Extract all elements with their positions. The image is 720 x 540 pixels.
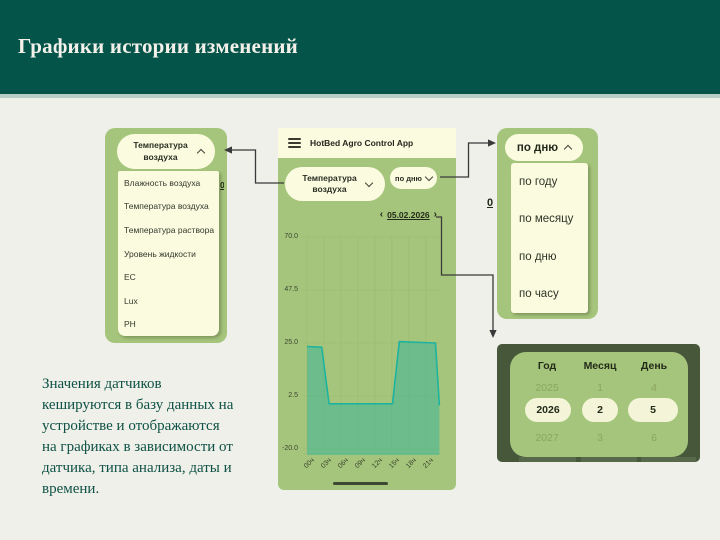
picker-column-hint (519, 457, 576, 462)
date-picker-panel: Год Месяц День 2025 1 4 2026 2 5 2027 3 … (510, 352, 688, 457)
picker-day-next[interactable]: 6 (651, 432, 657, 444)
slide-header: Графики истории изменений (0, 0, 720, 94)
x-tick-label: 03ч (319, 457, 333, 471)
sensor-options-menu: Влажность воздуха Температура воздуха Те… (118, 171, 219, 336)
description-line: устройстве и отображаются (42, 418, 220, 434)
picker-month-next[interactable]: 3 (597, 432, 603, 444)
sensor-option-humidity[interactable]: Влажность воздуха (124, 177, 201, 188)
picker-year-selected[interactable]: 2026 (525, 398, 571, 422)
sensor-option-lux[interactable]: Lux (124, 295, 138, 306)
y-tick-label: 70.0 (284, 233, 298, 240)
history-chart (303, 236, 441, 455)
y-tick-label: 2.5 (288, 392, 298, 399)
arrowhead-down (489, 330, 497, 338)
chart-y-axis-labels: 70.0 47.5 25.0 2.5 -20.0 (278, 233, 300, 453)
home-indicator[interactable] (333, 482, 388, 485)
x-tick-label: 12ч (370, 457, 384, 471)
picker-column-month-header: Месяц (583, 360, 617, 372)
phone-mockup: HotBed Agro Control App Температура возд… (278, 128, 456, 490)
app-mode-select[interactable]: по дню (390, 167, 437, 189)
sensor-option-ec[interactable]: EC (124, 272, 136, 283)
app-sensor-select-label: Температура воздуха (302, 172, 357, 194)
clipped-date-fragment: 05.02.2026 (487, 197, 493, 209)
chevron-up-icon (196, 148, 205, 158)
description-line: датчика, типа анализа, даты и (42, 460, 232, 476)
page-title: Графики истории изменений (18, 34, 298, 58)
sensor-select-label: Температура воздуха (133, 140, 188, 162)
mode-option-month[interactable]: по месяцу (519, 213, 574, 226)
picker-column-year-header: Год (537, 360, 557, 372)
app-screen: Температура воздуха по дню ‹ 05.02.2026 … (278, 158, 456, 490)
chevron-down-icon (364, 178, 373, 187)
sensor-option-liquid-level[interactable]: Уровень жидкости (124, 248, 196, 259)
picker-day-selected[interactable]: 5 (628, 398, 678, 422)
y-tick-label: -20.0 (282, 445, 298, 452)
description-line: Значения датчиков (42, 376, 162, 392)
x-tick-label: 21ч (421, 457, 435, 471)
picker-month-prev[interactable]: 1 (597, 382, 603, 394)
sensor-option-solution-temp[interactable]: Температура раствора (124, 224, 215, 235)
header-divider (0, 94, 720, 98)
sensor-option-air-temp[interactable]: Температура воздуха (124, 201, 209, 212)
sensor-dropdown-callout: Температура воздуха Влажность воздуха Те… (105, 128, 227, 343)
description-line: на графиках в зависимости от (42, 439, 233, 455)
app-mode-select-label: по дню (395, 173, 422, 183)
date-next-button[interactable]: › (433, 209, 437, 220)
picker-column-hint (641, 457, 696, 462)
x-tick-label: 09ч (353, 457, 367, 471)
description-line: кешируются в базу данных на (42, 397, 234, 413)
x-tick-label: 15ч (387, 457, 401, 471)
picker-month-selected[interactable]: 2 (582, 398, 618, 422)
series-line (306, 340, 441, 406)
mode-select-button[interactable]: по дню (505, 134, 583, 161)
y-tick-label: 25.0 (284, 339, 298, 346)
picker-day-prev[interactable]: 4 (651, 382, 657, 394)
picker-column-day-header: День (640, 360, 668, 372)
x-tick-label: 00ч (302, 457, 316, 471)
sensor-option-ph[interactable]: PH (124, 319, 136, 330)
x-tick-label: 18ч (404, 457, 418, 471)
description-line: времени. (42, 481, 100, 497)
app-title: HotBed Agro Control App (310, 138, 414, 148)
hamburger-menu-icon[interactable] (288, 137, 301, 149)
mode-option-year[interactable]: по году (519, 175, 558, 188)
mode-dropdown-callout: по дню по году по месяцу по дню по часу (497, 128, 598, 319)
mode-select-label: по дню (516, 141, 559, 154)
chevron-up-icon (563, 144, 573, 154)
chevron-down-icon (424, 172, 434, 181)
mode-options-menu: по году по месяцу по дню по часу (511, 163, 588, 313)
date-prev-button[interactable]: ‹ (379, 209, 384, 220)
mode-option-hour[interactable]: по часу (519, 288, 559, 301)
x-tick-label: 06ч (336, 457, 350, 471)
date-picker-callout: Год Месяц День 2025 1 4 2026 2 5 2027 3 … (497, 344, 700, 462)
picker-year-next[interactable]: 2027 (535, 432, 559, 444)
mode-option-day[interactable]: по дню (519, 250, 557, 263)
app-sensor-select[interactable]: Температура воздуха (285, 167, 385, 201)
picker-year-prev[interactable]: 2025 (535, 382, 559, 394)
arrow-to-sensor-callout (231, 149, 284, 184)
sensor-select-button[interactable]: Температура воздуха (117, 134, 215, 169)
series-area-fill (307, 341, 440, 455)
arrowhead-right (488, 139, 496, 147)
y-tick-label: 47.5 (284, 286, 298, 293)
clipped-date-fragment: 05.02.2026 (220, 180, 224, 190)
date-navigator: ‹ 05.02.2026 › (379, 209, 437, 221)
description-text: Значения датчиков кешируются в базу данн… (42, 374, 287, 500)
picker-column-hint (581, 457, 637, 462)
current-date[interactable]: 05.02.2026 (387, 210, 430, 220)
app-topbar: HotBed Agro Control App (278, 128, 456, 158)
